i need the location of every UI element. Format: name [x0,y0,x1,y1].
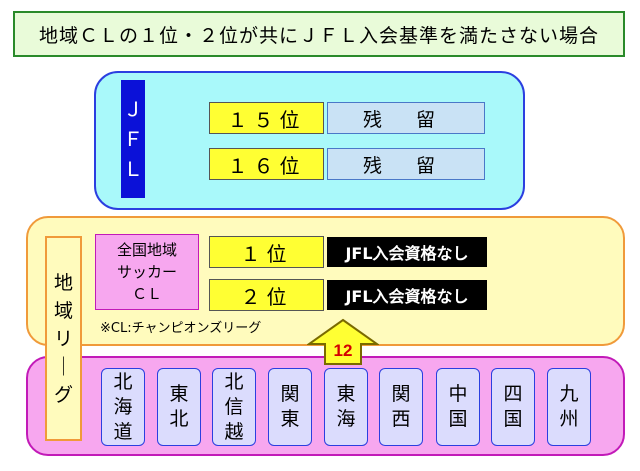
jfl-panel [94,71,525,210]
region-char: 北 [113,370,133,393]
jfl-rank-16: １６位 [209,148,324,180]
regional-league-label: 地 域 リ ｜ グ [45,236,82,441]
jfl-rank-15: １５位 [209,102,324,134]
cl-line: サッカー [116,263,177,281]
region-kansai: 関 西 [379,368,423,446]
jfl-label-char: Ｌ [123,157,143,181]
region-char: 海 [113,395,133,418]
jfl-label-char: Ｆ [123,127,143,151]
region-char: 中 [448,383,468,405]
region-char: 州 [559,408,579,430]
national-cl-box: 全国地域 サッカー ＣＬ [95,234,199,310]
region-char: 北 [169,408,189,430]
jfl-label: Ｊ Ｆ Ｌ [121,80,145,198]
cl-status-2: JFL入会資格なし [327,280,487,310]
jfl-status-16: 残 留 [327,148,485,180]
region-char: 東 [280,408,300,430]
region-char: 北 [224,370,244,393]
regional-label-char: 域 [53,299,73,322]
cl-note: ※CL:チャンピオンズリーグ [100,321,262,336]
jfl-label-char: Ｊ [123,97,143,121]
region-char: 信 [224,395,244,418]
region-hokkaido: 北 海 道 [101,368,145,446]
region-kyushu: 九 州 [547,368,591,446]
region-char: 東 [336,383,356,405]
region-char: 四 [503,383,523,405]
region-kanto: 関 東 [268,368,312,446]
regional-label-char: 地 [53,271,73,294]
region-char: 西 [391,408,411,430]
region-shikoku: 四 国 [491,368,535,446]
region-char: 関 [280,383,300,405]
arrow-value: 12 [334,341,353,360]
region-char: 東 [169,383,189,405]
region-char: 海 [336,408,356,430]
region-tokai: 東 海 [324,368,368,446]
region-chugoku: 中 国 [436,368,480,446]
region-char: 越 [224,420,244,443]
region-char: 関 [391,383,411,405]
cl-line: ＣＬ [131,285,162,303]
page-title: 地域ＣＬの１位・２位が共にＪＦＬ入会基準を満たさない場合 [13,11,625,57]
region-char: 道 [113,420,133,443]
cl-status-1: JFL入会資格なし [327,237,487,267]
cl-rank-2: ２位 [209,279,324,311]
cl-line: 全国地域 [116,241,177,259]
region-hokushinetsu: 北 信 越 [212,368,256,446]
region-char: 九 [559,383,579,405]
region-char: 国 [448,408,468,430]
regional-label-char: ｜ [53,355,73,378]
cl-rank-1: １位 [209,236,324,268]
up-arrow-icon: 12 [307,318,379,365]
jfl-status-15: 残 留 [327,102,485,134]
region-tohoku: 東 北 [157,368,201,446]
region-char: 国 [503,408,523,430]
regional-label-char: グ [53,383,73,406]
regional-label-char: リ [53,327,73,350]
